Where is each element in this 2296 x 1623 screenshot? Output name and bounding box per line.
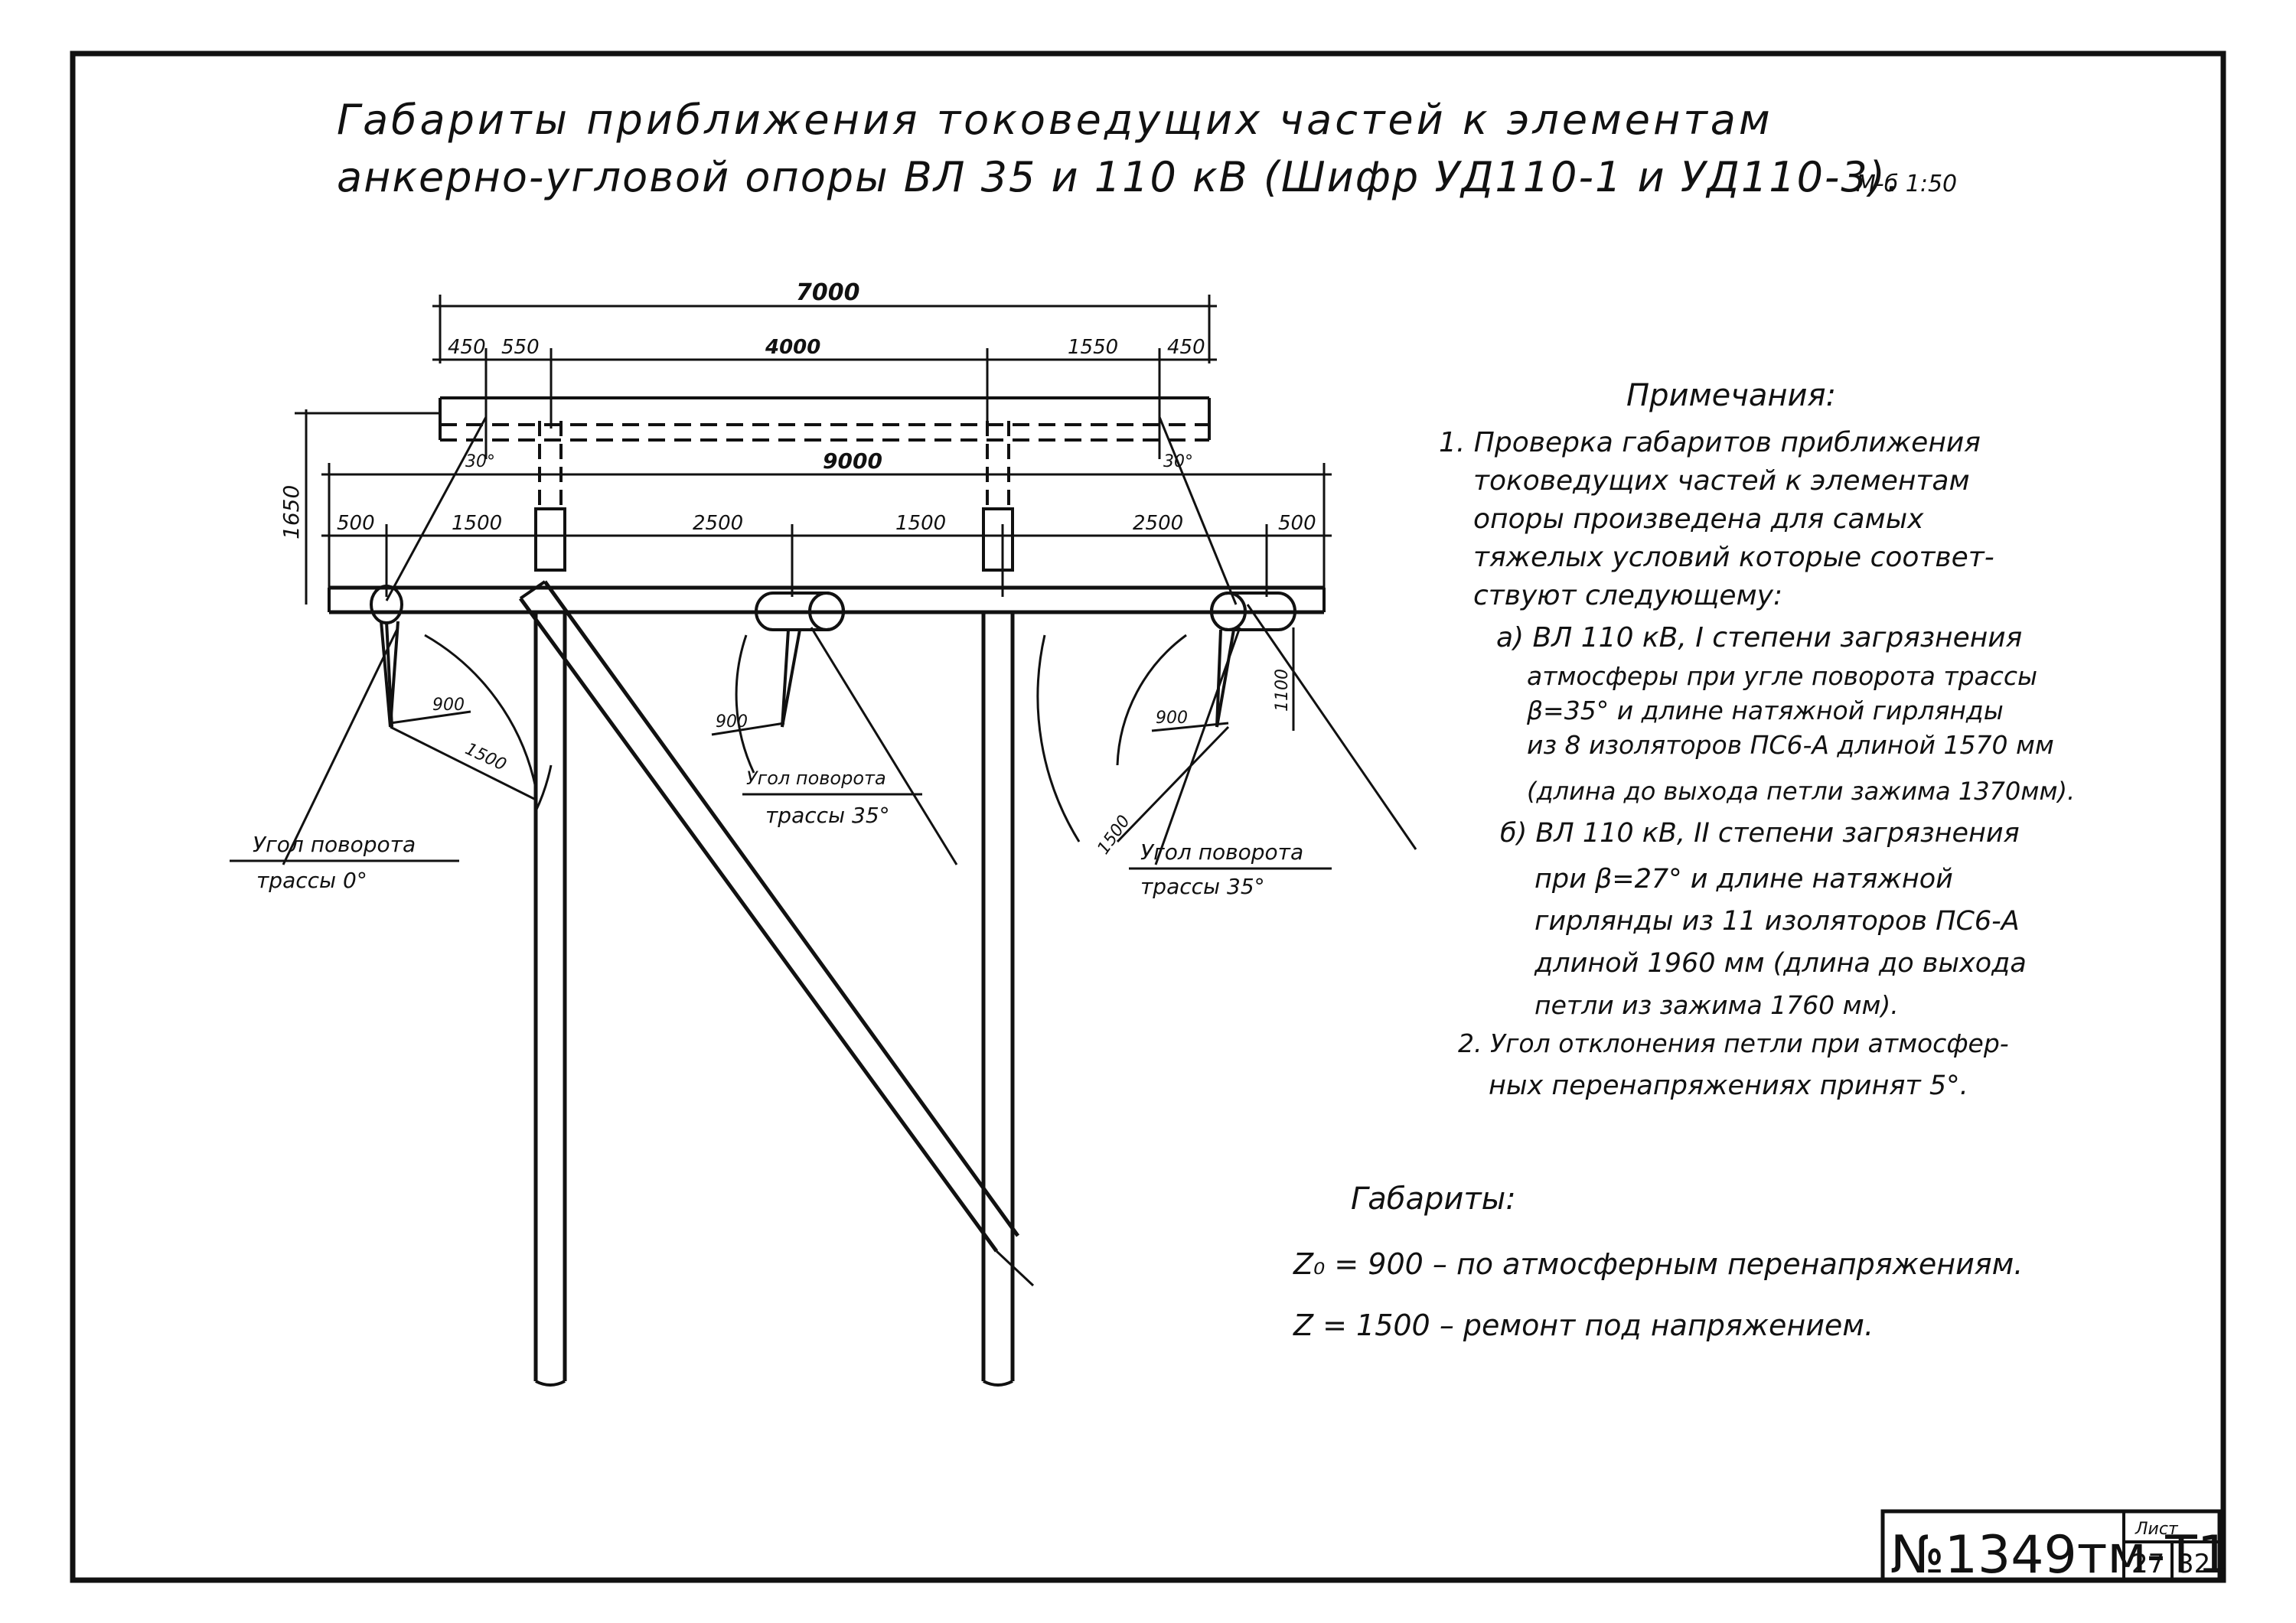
dim-500-right: 500 <box>1278 512 1316 535</box>
notes-block: Примечания: 1. Проверка габаритов прибли… <box>1439 378 2075 1101</box>
notes-heading: Примечания: <box>1626 378 1836 413</box>
pole-left <box>533 421 567 1387</box>
dim-4000: 4000 <box>765 336 820 359</box>
svg-text:Угол поворота: Угол поворота <box>1140 839 1303 865</box>
stamp-sheet-no: 27 <box>2131 1549 2164 1579</box>
dim-9000-label: 9000 <box>823 448 882 474</box>
angle-right-label: 30° <box>1163 452 1193 471</box>
clearances-heading: Габариты: <box>1351 1181 1516 1217</box>
clearances-block: Габариты: Z₀ = 900 – по атмосферным пере… <box>1293 1181 2023 1342</box>
note-line-16: 2. Угол отклонения петли при атмосфер- <box>1458 1028 2009 1058</box>
title-line-2: анкерно-угловой опоры ВЛ 35 и 110 кВ (Ши… <box>337 153 1901 201</box>
svg-text:Угол поворота: Угол поворота <box>253 832 416 857</box>
note-line-13: гирлянды из 11 изоляторов ПС6-А <box>1534 906 2020 937</box>
sheet-frame <box>70 51 2226 1583</box>
note-line-3: опоры произведена для самых <box>1473 504 1924 535</box>
svg-text:трассы 35°: трассы 35° <box>765 803 890 828</box>
left-radius-900: 900 <box>432 696 465 715</box>
note-line-4: тяжелых условий которые соответ- <box>1473 542 1994 573</box>
note-line-14: длиной 1960 мм (длина до выхода <box>1534 948 2027 979</box>
note-line-17: ных перенапряжениях принят 5°. <box>1489 1071 1968 1101</box>
dimension-top-parts: 450 550 4000 1550 450 <box>432 336 1217 459</box>
note-line-5: ствуют следующему: <box>1473 580 1782 611</box>
note-line-10: (длина до выхода петли зажима 1370мм). <box>1527 777 2075 806</box>
svg-text:трассы 0°: трассы 0° <box>256 868 367 893</box>
insulator-left <box>370 585 403 728</box>
dim-500-left: 500 <box>337 512 375 535</box>
title-stamp: №1349тм-Т1 Лист 27 32 <box>1880 1509 2230 1586</box>
angle-label-right: Угол поворота трассы 35° <box>1129 839 1332 899</box>
pole-right <box>981 421 1015 1387</box>
stamp-total-sheets: 32 <box>2177 1549 2210 1579</box>
stamp-code: №1349тм-Т1 <box>1890 1525 2230 1586</box>
right-drop-1100: 1100 <box>1273 669 1292 712</box>
insulator-middle <box>755 592 845 728</box>
dim-1550: 1550 <box>1068 336 1118 359</box>
note-line-15: петли из зажима 1760 мм). <box>1534 990 1899 1020</box>
dim-2500-right: 2500 <box>1133 512 1183 535</box>
dimension-lower-parts: 500 1500 2500 1500 2500 500 <box>321 512 1332 597</box>
note-line-1: 1. Проверка габаритов приближения <box>1439 427 1981 458</box>
note-line-7: атмосферы при угле поворота трассы <box>1527 661 2037 691</box>
dimension-top-total: 7000 <box>432 279 1217 363</box>
middle-radius-900: 900 <box>716 712 748 732</box>
left-radius-1500: 1500 <box>462 739 509 774</box>
stamp-sheet-label: Лист <box>2135 1520 2179 1539</box>
right-radius-900: 900 <box>1156 709 1188 728</box>
angle-left-label: 30° <box>465 452 495 471</box>
note-line-6: а) ВЛ 110 кВ, I степени загрязнения <box>1496 622 2022 653</box>
diagonal-brace <box>518 580 1035 1287</box>
dimension-height: 1650 <box>279 409 440 605</box>
note-line-11: б) ВЛ 110 кВ, II степени загрязнения <box>1500 818 2020 849</box>
dim-2500-left: 2500 <box>693 512 743 535</box>
clearance-line-2: Z = 1500 – ремонт под напряжением. <box>1293 1309 1874 1342</box>
svg-text:Угол поворота: Угол поворота <box>746 768 886 789</box>
dim-1650-label: 1650 <box>279 485 304 539</box>
note-line-8: β=35° и длине натяжной гирлянды <box>1526 696 2004 725</box>
dimension-mid-total: 9000 <box>321 448 1332 601</box>
dim-450-left: 450 <box>448 336 486 359</box>
svg-text:трассы 35°: трассы 35° <box>1140 874 1265 899</box>
note-line-2: токоведущих частей к элементам <box>1473 465 1970 497</box>
note-line-9: из 8 изоляторов ПС6-А длиной 1570 мм <box>1527 730 2054 760</box>
dim-1500-mid: 1500 <box>895 512 946 535</box>
dim-7000-label: 7000 <box>796 279 860 306</box>
note-line-12: при β=27° и длине натяжной <box>1534 864 1953 895</box>
title-line-1: Габариты приближения токоведущих частей … <box>337 96 1773 144</box>
upper-crossarm <box>439 396 1211 442</box>
clearance-line-1: Z₀ = 900 – по атмосферным перенапряжения… <box>1293 1247 2023 1281</box>
dim-1500-left: 1500 <box>452 512 502 535</box>
dim-550: 550 <box>501 336 540 359</box>
right-radius-1500: 1500 <box>1094 812 1134 858</box>
main-crossarm <box>328 585 1326 614</box>
dim-450-right: 450 <box>1167 336 1205 359</box>
angle-label-middle: Угол поворота трассы 35° <box>742 768 922 828</box>
angle-label-left: Угол поворота трассы 0° <box>230 832 459 893</box>
conductor-lines: 30° 30° <box>282 416 1417 865</box>
title-scale: М-б 1:50 <box>1856 171 1957 197</box>
